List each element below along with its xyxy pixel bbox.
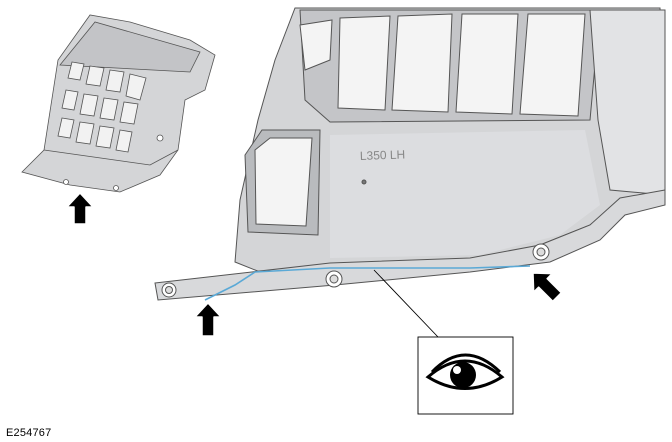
- overview-liner: [21, 14, 216, 193]
- arrow-up-icon: [66, 192, 94, 225]
- eye-icon: [425, 353, 505, 390]
- vent-openings: [299, 13, 586, 117]
- arrow-diagonal-icon: [532, 272, 563, 303]
- figure-id-label: E254767: [6, 427, 52, 439]
- callout-leader-line: [373, 269, 439, 338]
- wheel-arch-liner: L350 LH: [154, 7, 666, 301]
- embossed-marking: L350 LH: [360, 147, 406, 163]
- seal-highlight-line: [204, 265, 531, 301]
- arrow-up-icon: [194, 302, 222, 337]
